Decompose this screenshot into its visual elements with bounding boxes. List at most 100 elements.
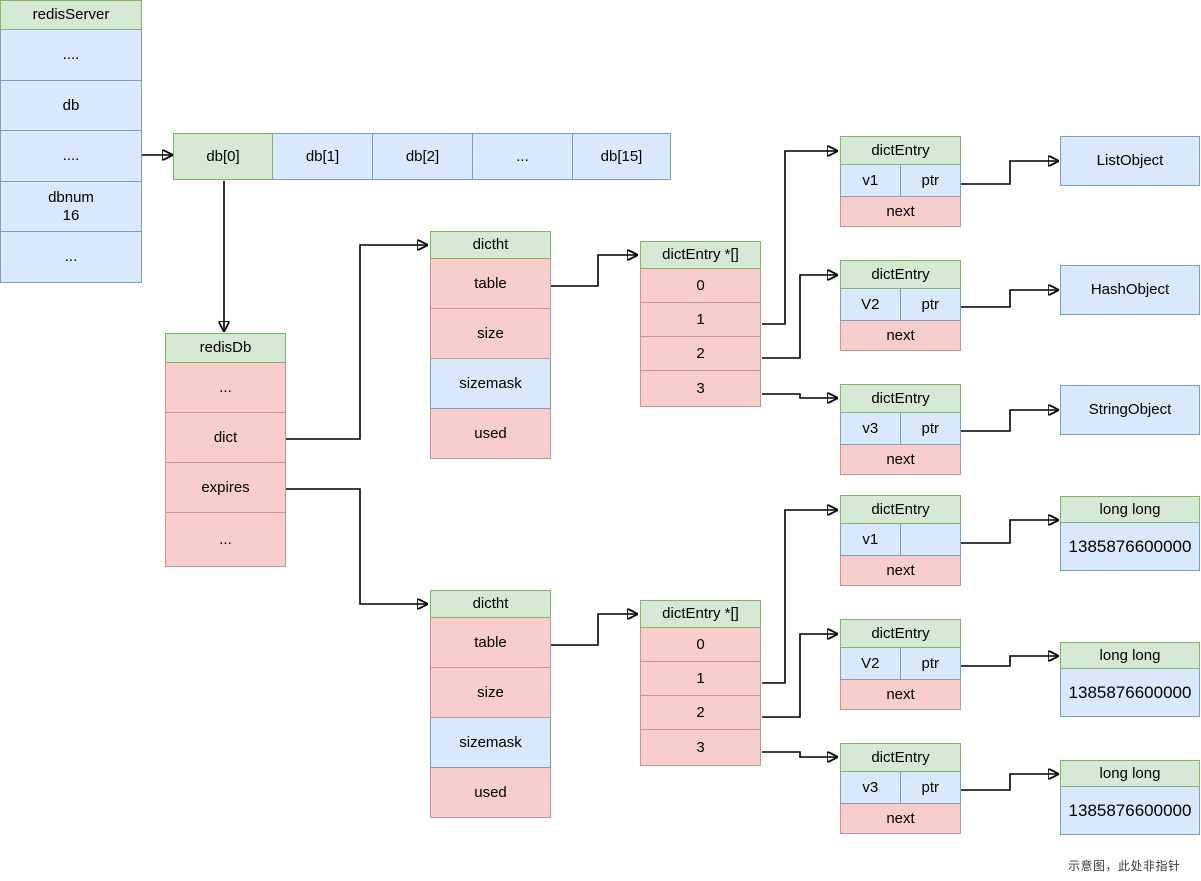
dict-entry-main-1-header: dictEntry — [840, 136, 961, 165]
link-entry2-to-hashobject — [961, 290, 1058, 308]
dict-entry-expires-1-kv: v1 — [840, 524, 961, 556]
dictht-expires-field-sizemask: sizemask — [430, 718, 551, 768]
link-eentry2-to-longlong2 — [961, 656, 1058, 667]
bucket-array-expires: dictEntry *[] 0 1 2 3 — [640, 600, 761, 766]
link-ebucket3-to-eentry3 — [762, 751, 837, 757]
db-array-cell-0[interactable]: db[0] — [173, 133, 273, 180]
value-object-list-label: ListObject — [1060, 136, 1200, 186]
db-array-cell-1[interactable]: db[1] — [273, 133, 373, 180]
redis-server-struct: redisServer .... db .... dbnum 16 ... — [0, 0, 142, 283]
redis-db-header: redisDb — [165, 333, 286, 363]
link-table-to-buckets-expires — [551, 614, 637, 646]
diagram-footnote: 示意图，此处非指针 — [1068, 859, 1181, 873]
dict-entry-main-2-header: dictEntry — [840, 260, 961, 289]
dict-entry-expires-1-next: next — [840, 556, 961, 586]
expiry-value-2-value: 1385876600000 — [1060, 669, 1200, 717]
link-eentry3-to-longlong3 — [961, 774, 1058, 791]
db-array-cell-2[interactable]: db[2] — [373, 133, 473, 180]
dictht-main-field-used: used — [430, 409, 551, 459]
link-table-to-buckets-main — [551, 255, 637, 287]
dict-entry-expires-3-header: dictEntry — [840, 743, 961, 772]
dictht-main-field-table: table — [430, 259, 551, 309]
redis-db-field-dict: dict — [165, 413, 286, 463]
dict-entry-expires-2-kv: V2 ptr — [840, 648, 961, 680]
dict-entry-expires-2: dictEntry V2 ptr next — [840, 619, 961, 710]
value-object-string-label: StringObject — [1060, 385, 1200, 435]
expiry-value-1-value: 1385876600000 — [1060, 523, 1200, 571]
dict-entry-expires-1-header: dictEntry — [840, 495, 961, 524]
value-object-list: ListObject — [1060, 136, 1200, 186]
db-array-cell-ellipsis: ... — [473, 133, 573, 180]
dict-entry-main-3-next: next — [840, 445, 961, 475]
dictht-expires-header: dictht — [430, 590, 551, 618]
dict-entry-main-2: dictEntry V2 ptr next — [840, 260, 961, 351]
dict-entry-expires-2-key: V2 — [840, 648, 901, 680]
dictht-expires-field-table: table — [430, 618, 551, 668]
dict-entry-expires-2-next: next — [840, 680, 961, 710]
redis-db-struct: redisDb ... dict expires ... — [165, 333, 286, 567]
expiry-value-2: long long 1385876600000 — [1060, 642, 1200, 717]
dict-entry-expires-2-ptr: ptr — [900, 648, 961, 680]
bucket-array-main-slot-2[interactable]: 2 — [640, 337, 761, 371]
dict-entry-main-2-key: V2 — [840, 289, 901, 321]
link-entry3-to-stringobject — [961, 410, 1058, 432]
dict-entry-main-2-ptr: ptr — [900, 289, 961, 321]
dict-entry-main-1-next: next — [840, 197, 961, 227]
bucket-array-main: dictEntry *[] 0 1 2 3 — [640, 241, 761, 407]
link-entry1-to-listobject — [961, 161, 1058, 185]
dict-entry-expires-3-ptr: ptr — [900, 772, 961, 804]
bucket-array-main-slot-3[interactable]: 3 — [640, 371, 761, 407]
db-array: db[0] db[1] db[2] ... db[15] — [173, 133, 671, 180]
redis-db-field-expires: expires — [165, 463, 286, 513]
dict-entry-expires-3-key: v3 — [840, 772, 901, 804]
bucket-array-main-header: dictEntry *[] — [640, 241, 761, 269]
bucket-array-main-slot-1[interactable]: 1 — [640, 303, 761, 337]
dict-entry-expires-3-kv: v3 ptr — [840, 772, 961, 804]
redis-db-field-0: ... — [165, 363, 286, 413]
dict-entry-expires-1-ptr — [900, 524, 961, 556]
redis-server-field-dbnum: dbnum 16 — [0, 182, 142, 232]
link-dict-to-dictht — [286, 245, 427, 440]
dict-entry-main-1-ptr: ptr — [900, 165, 961, 197]
redis-server-field-2: .... — [0, 131, 142, 182]
link-bucket2-to-entry2 — [762, 275, 837, 359]
dictht-expires-field-used: used — [430, 768, 551, 818]
link-ebucket2-to-eentry2 — [762, 634, 837, 718]
dict-entry-main-1-kv: v1 ptr — [840, 165, 961, 197]
bucket-array-expires-slot-0[interactable]: 0 — [640, 628, 761, 662]
bucket-array-main-slot-0[interactable]: 0 — [640, 269, 761, 303]
dict-entry-main-3: dictEntry v3 ptr next — [840, 384, 961, 475]
redis-server-header: redisServer — [0, 0, 142, 30]
bucket-array-expires-slot-1[interactable]: 1 — [640, 662, 761, 696]
dict-entry-expires-3: dictEntry v3 ptr next — [840, 743, 961, 834]
dictht-main-field-size: size — [430, 309, 551, 359]
dict-entry-main-2-next: next — [840, 321, 961, 351]
bucket-array-expires-slot-3[interactable]: 3 — [640, 730, 761, 766]
dict-entry-expires-1: dictEntry v1 next — [840, 495, 961, 586]
link-eentry1-to-longlong1 — [961, 520, 1058, 544]
bucket-array-expires-slot-2[interactable]: 2 — [640, 696, 761, 730]
db-array-cell-15[interactable]: db[15] — [573, 133, 671, 180]
dictht-expires-field-size: size — [430, 668, 551, 718]
dictht-main-header: dictht — [430, 231, 551, 259]
dict-entry-main-3-ptr: ptr — [900, 413, 961, 445]
dictht-expires: dictht table size sizemask used — [430, 590, 551, 818]
link-bucket1-to-entry1 — [762, 151, 837, 325]
expiry-value-3: long long 1385876600000 — [1060, 760, 1200, 835]
expiry-value-2-header: long long — [1060, 642, 1200, 669]
expiry-value-3-value: 1385876600000 — [1060, 787, 1200, 835]
link-ebucket1-to-eentry1 — [762, 510, 837, 684]
redis-db-field-3: ... — [165, 513, 286, 567]
dict-entry-main-3-kv: v3 ptr — [840, 413, 961, 445]
dict-entry-expires-2-header: dictEntry — [840, 619, 961, 648]
redis-server-field-db: db — [0, 81, 142, 131]
dict-entry-expires-1-key: v1 — [840, 524, 901, 556]
value-object-string: StringObject — [1060, 385, 1200, 435]
dict-entry-expires-3-next: next — [840, 804, 961, 834]
redis-server-field-4: ... — [0, 232, 142, 283]
dictht-main-field-sizemask: sizemask — [430, 359, 551, 409]
link-bucket3-to-entry3 — [762, 394, 837, 398]
dict-entry-main-1: dictEntry v1 ptr next — [840, 136, 961, 227]
dict-entry-main-3-key: v3 — [840, 413, 901, 445]
dict-entry-main-3-header: dictEntry — [840, 384, 961, 413]
